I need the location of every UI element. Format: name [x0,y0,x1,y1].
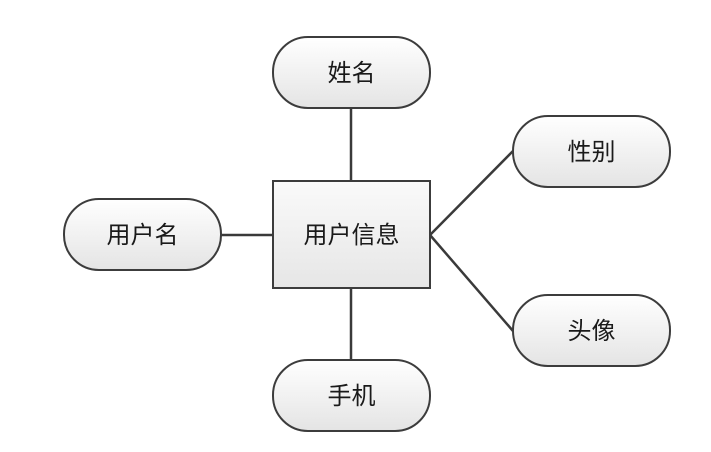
entity-user-info-label: 用户信息 [304,221,400,249]
attribute-phone-label: 手机 [328,382,376,410]
attribute-gender[interactable]: 性别 [512,115,671,188]
attribute-username-label: 用户名 [107,221,179,249]
attribute-phone-shape [272,359,431,432]
attribute-name-label: 姓名 [328,59,376,87]
attribute-username[interactable]: 用户名 [63,198,222,271]
attribute-avatar-shape [512,294,671,367]
entity-user-info[interactable]: 用户信息 [272,180,431,289]
attribute-phone[interactable]: 手机 [272,359,431,432]
entity-user-info-shape [272,180,431,289]
connector-gender [429,150,514,236]
attribute-gender-label: 性别 [568,138,616,166]
attribute-username-shape [63,198,222,271]
attribute-name-shape [272,36,431,109]
attribute-avatar[interactable]: 头像 [512,294,671,367]
attribute-name[interactable]: 姓名 [272,36,431,109]
attribute-gender-shape [512,115,671,188]
attribute-avatar-label: 头像 [568,317,616,345]
connector-avatar [429,234,514,332]
